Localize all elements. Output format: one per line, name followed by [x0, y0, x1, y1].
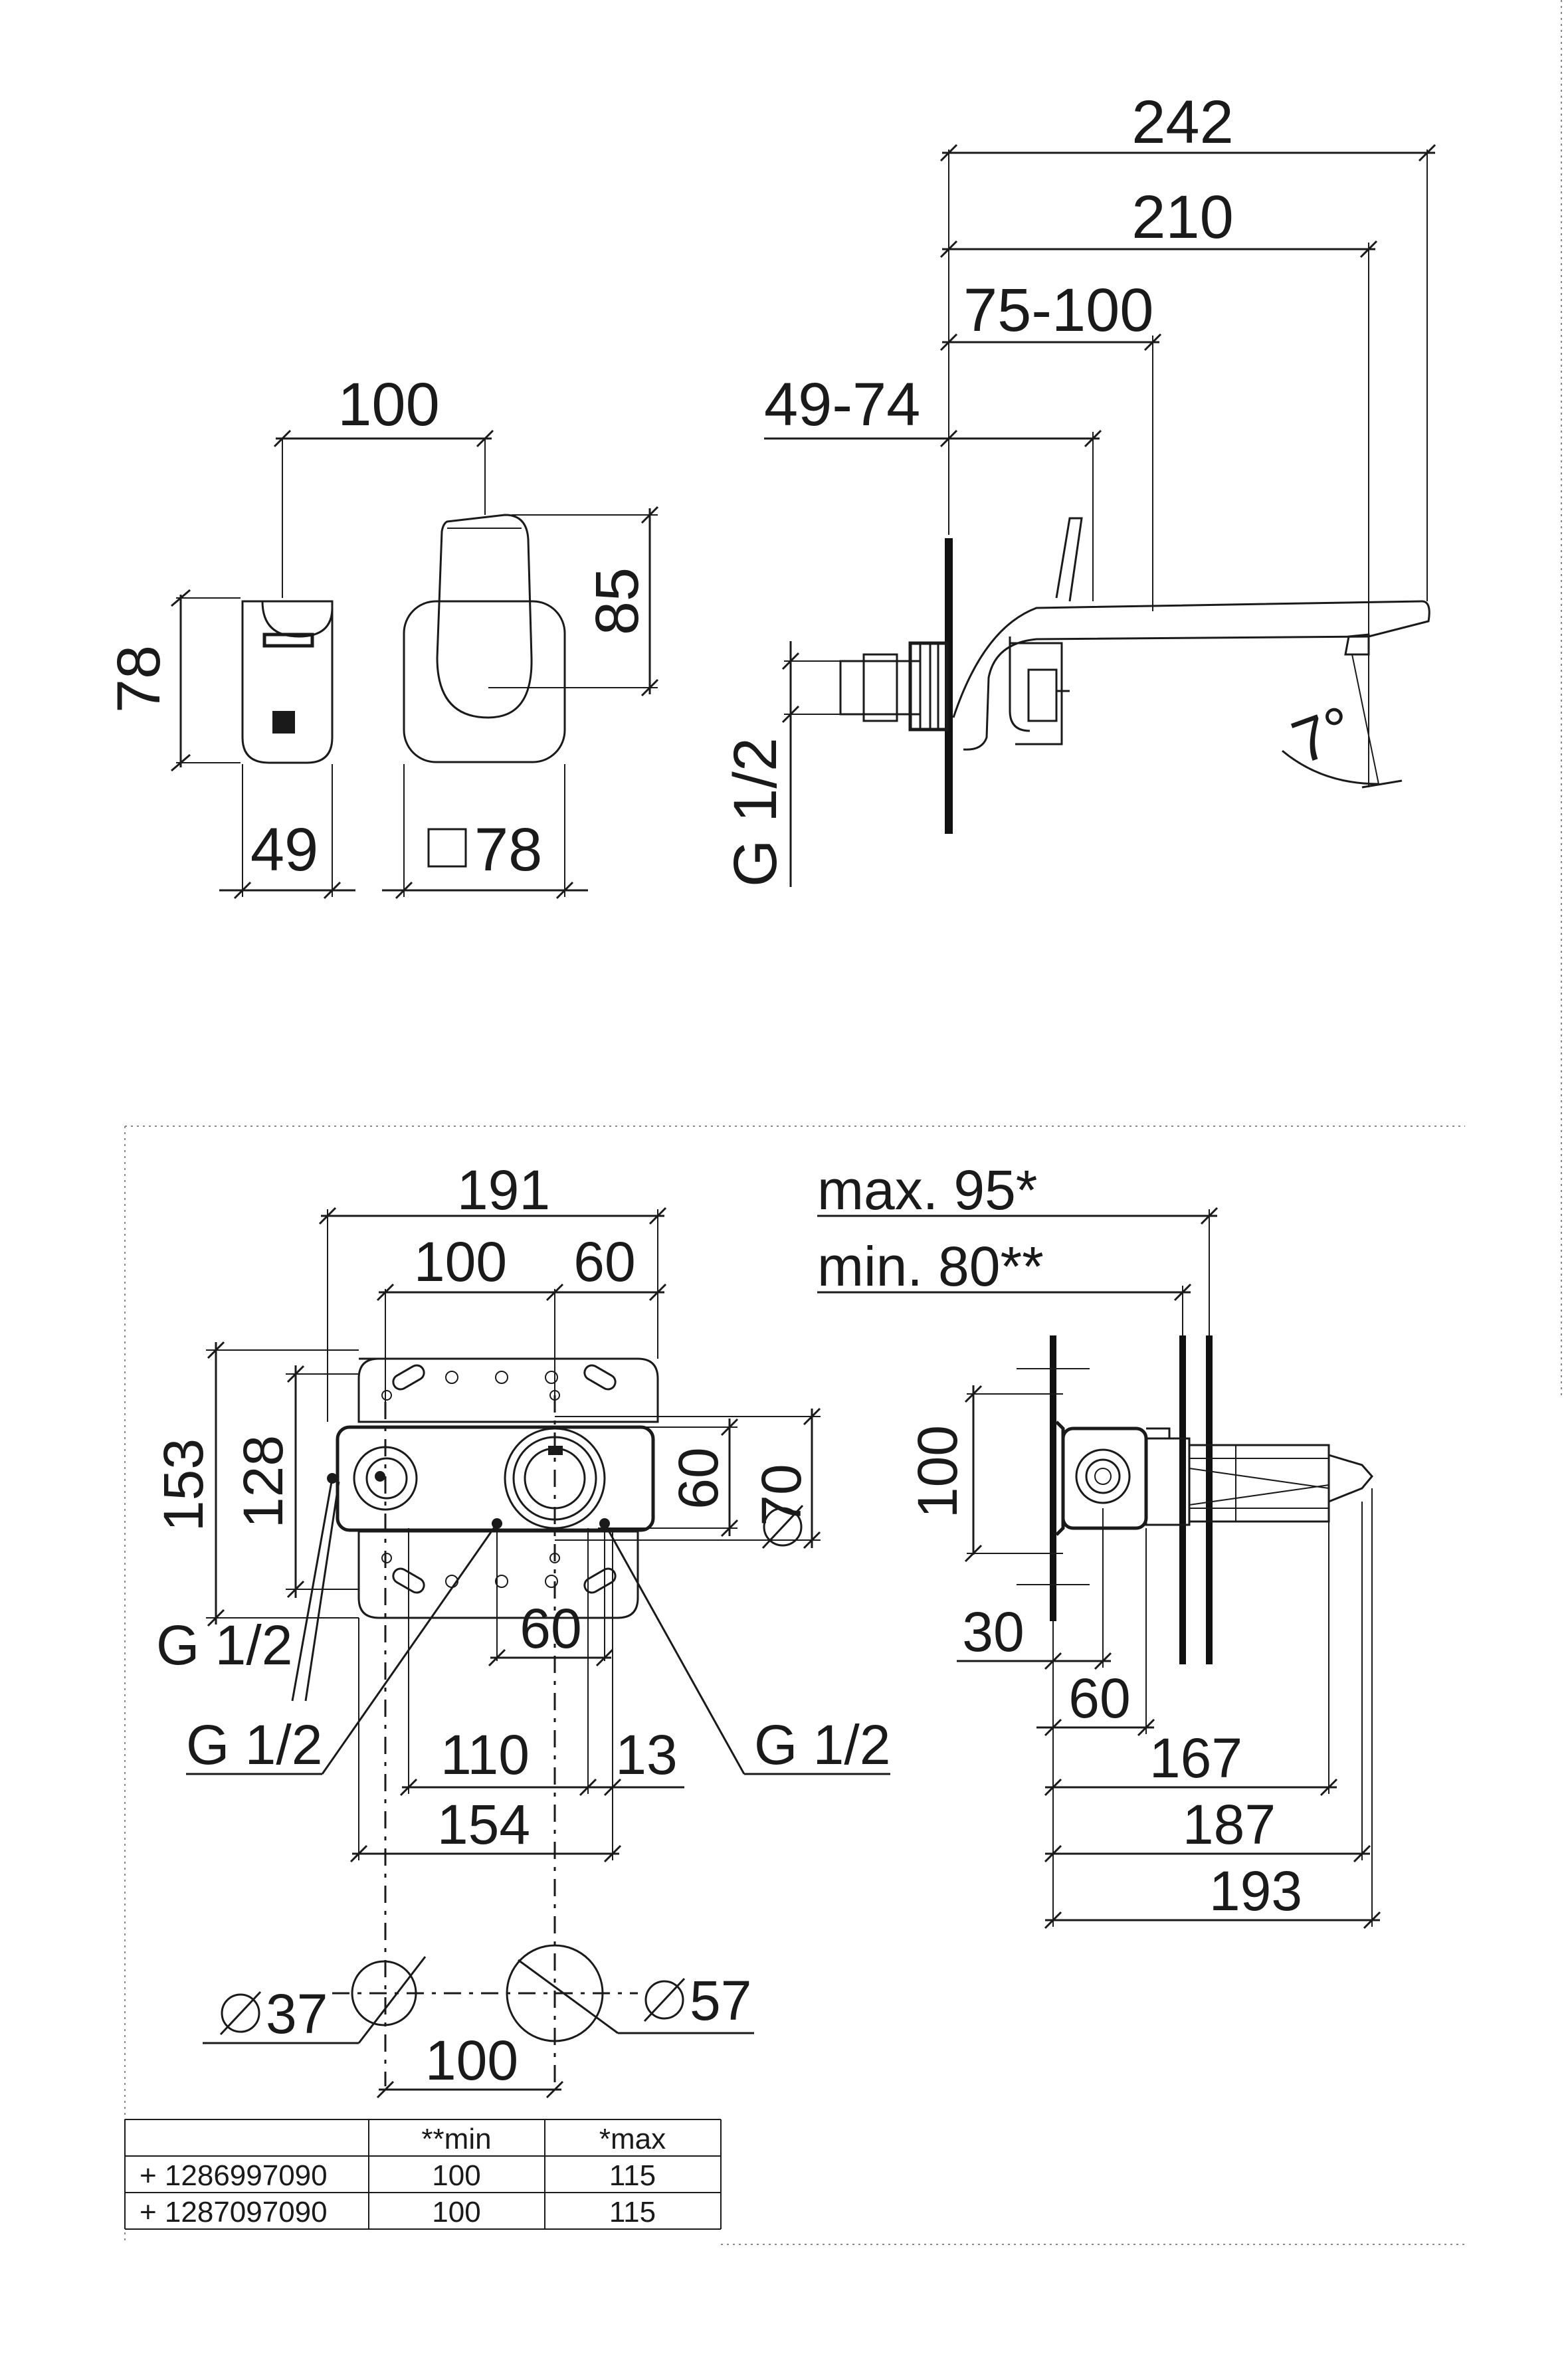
- table-row-2-max: 115: [609, 2196, 656, 2228]
- table-row-1-max: 115: [609, 2159, 656, 2192]
- side-d30-label: 30: [962, 1601, 1024, 1663]
- install-height-outer-label: 153: [152, 1438, 215, 1531]
- spout-angle-label: 7°: [1284, 694, 1362, 777]
- table-row-2-min: 100: [432, 2196, 480, 2228]
- table-row-2-code: + 1287097090: [140, 2196, 328, 2228]
- spout-range-long-label: 75-100: [963, 276, 1153, 344]
- side-d187-label: 187: [1183, 1793, 1276, 1856]
- install-offset-label: 60: [573, 1230, 635, 1293]
- install-width-label: 191: [457, 1159, 550, 1221]
- table-header-min: **min: [421, 2123, 491, 2155]
- hole-large-label: 57: [690, 1969, 751, 2032]
- spout-thread-label: G 1/2: [722, 737, 789, 887]
- variant-table: **min *max + 1286997090 100 115 + 128709…: [124, 2119, 722, 2230]
- spout-range-short-label: 49-74: [764, 371, 920, 439]
- hole-small-label: 37: [266, 1983, 328, 2045]
- front-square-label: 78: [474, 816, 542, 884]
- spout-view: 242 210 75-100 49-74 G 1/2 7°: [722, 88, 1436, 887]
- side-height-label: 100: [906, 1425, 969, 1518]
- install-span-110-label: 110: [441, 1723, 530, 1786]
- install-thread-left-label: G 1/2: [156, 1614, 292, 1676]
- side-height-label: 78: [105, 645, 173, 713]
- side-d60-label: 60: [1068, 1667, 1130, 1729]
- spout-overall-label: 242: [1131, 88, 1234, 156]
- install-span-154-label: 154: [437, 1793, 530, 1856]
- install-height-inner-label: 128: [232, 1435, 294, 1528]
- front-height-label: 85: [583, 567, 651, 635]
- installation-frame: [124, 0, 1562, 2245]
- side-depth-label: 49: [250, 816, 318, 884]
- install-lower-offset-label: 60: [520, 1597, 581, 1660]
- side-min-depth-label: min. 80**: [817, 1235, 1044, 1298]
- install-body-height-label: 60: [667, 1447, 730, 1509]
- table-row-1-min: 100: [432, 2159, 480, 2192]
- install-thread-right-label: G 1/2: [754, 1714, 890, 1776]
- install-spacing-label: 100: [414, 1230, 507, 1293]
- table-header-max: *max: [599, 2123, 666, 2155]
- hole-spacing-label: 100: [425, 2029, 518, 2092]
- install-front-view: 191 100 60 153 128 60: [152, 1159, 890, 2099]
- table-row-1-code: + 1286997090: [140, 2159, 328, 2192]
- install-thread-mid-label: G 1/2: [186, 1714, 322, 1776]
- install-span-13-label: 13: [615, 1723, 677, 1786]
- install-diameter-label: 70: [750, 1464, 813, 1525]
- front-spacing-label: 100: [338, 371, 440, 439]
- side-max-depth-label: max. 95*: [817, 1159, 1038, 1221]
- side-d193-label: 193: [1209, 1860, 1302, 1922]
- side-d167-label: 167: [1149, 1727, 1242, 1789]
- side-view: 78 49: [105, 589, 355, 900]
- front-view: 100 85 78: [273, 371, 659, 900]
- install-side-view: max. 95* min. 80** 100 30 60 167: [817, 1159, 1381, 1929]
- spout-reach-label: 210: [1131, 183, 1234, 251]
